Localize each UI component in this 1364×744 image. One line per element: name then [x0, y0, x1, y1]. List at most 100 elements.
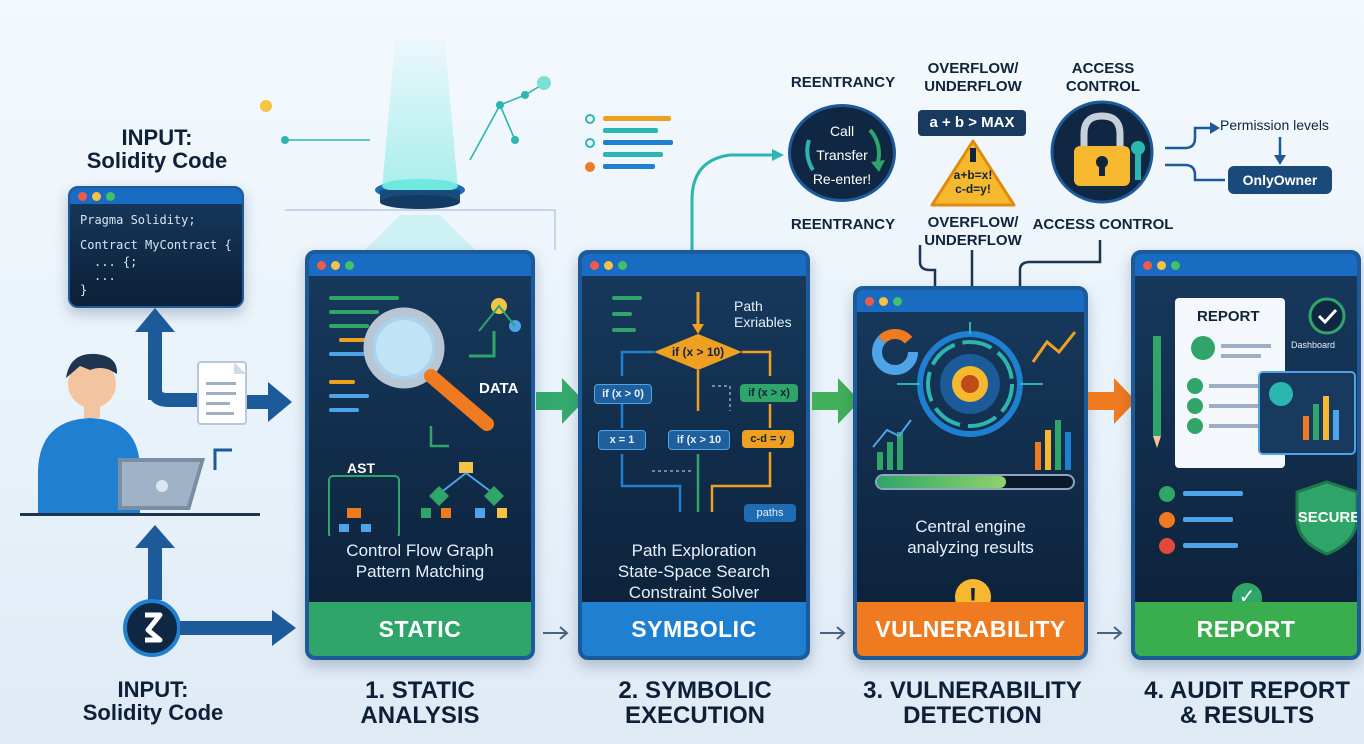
secure-badge: SECURE [1297, 509, 1361, 526]
code-line: ... {; [94, 255, 138, 269]
input-top-title: INPUT: Solidity Code [72, 126, 242, 172]
access-top-label: ACCESS CONTROL [1038, 60, 1168, 96]
input-illustration [20, 308, 296, 657]
scan-progress-fill [877, 476, 1007, 488]
static-title-line2: ANALYSIS [360, 702, 480, 730]
vuln-desc-line1: Central engine [915, 517, 1026, 536]
static-desc-line1: Control Flow Graph [346, 541, 494, 560]
code-line: } [80, 283, 88, 297]
static-desc-line2: Pattern Matching [355, 562, 485, 581]
cond-main: if (x > 10) [671, 345, 725, 359]
vulnerability-detection-panel: Central engine analyzing results ! VULNE… [853, 286, 1088, 660]
input-bottom-title-line2: Solidity Code [82, 700, 224, 726]
scan-beam [360, 40, 480, 255]
symbolic-desc-line2: State-Space Search [617, 562, 771, 581]
window-titlebar [582, 254, 806, 276]
symbolic-title-line2: EXECUTION [624, 702, 765, 730]
dashboard-label: Dashboard [1291, 340, 1336, 350]
code-line: Contract MyContract { [80, 238, 232, 252]
permission-levels-label: Permission levels [1220, 117, 1329, 133]
path-label-line1: Path [734, 298, 763, 314]
report-title-line2: & RESULTS [1179, 702, 1315, 730]
box-x1: x = 1 [598, 430, 646, 450]
code-line: ... [94, 269, 116, 283]
static-analysis-panel: DATA AST Control Flow Graph Pattern Matc… [305, 250, 535, 660]
vuln-title-line1: 3. VULNERABILITY [863, 677, 1082, 704]
static-footer: STATIC [309, 602, 531, 656]
symbolic-execution-panel: Path Exriables if (x > 10) if (x > 0) if… [578, 250, 810, 660]
ast-label: AST [347, 460, 375, 476]
reentrancy-cycle-arrows [805, 128, 885, 172]
cond-right-box: if (x > x) [740, 384, 798, 402]
warning-triangle-icon [930, 139, 1016, 207]
input-bottom-title: INPUT: Solidity Code [60, 678, 246, 724]
input-bottom-title-line1: INPUT: [117, 677, 189, 702]
vuln-footer: VULNERABILITY [857, 602, 1084, 656]
reentrancy-reenter: Re-enter! [812, 171, 872, 187]
overflow-top-label: OVERFLOW/ UNDERFLOW [908, 60, 1038, 96]
symbolic-description: Path Exploration State-Space Search Cons… [582, 540, 806, 603]
vuln-title-line2: DETECTION [903, 702, 1042, 730]
document-icon [197, 361, 247, 425]
symbolic-footer: SYMBOLIC [582, 602, 806, 656]
symbolic-title: 2. SYMBOLIC EXECUTION [590, 677, 800, 730]
vuln-engine-illustration [872, 322, 1077, 470]
overflow-bottom-line2: UNDERFLOW [924, 232, 1022, 249]
overflow-bottom-line1: OVERFLOW/ [927, 214, 1019, 231]
access-bottom-label: ACCESS CONTROL [1032, 216, 1174, 233]
reentrancy-call: Call [829, 123, 855, 139]
reentrancy-bottom-label: REENTRANCY [790, 216, 896, 233]
overflow-bottom-label: OVERFLOW/ UNDERFLOW [908, 214, 1038, 250]
window-titlebar [309, 254, 531, 276]
warning-line2: c-d=y! [955, 182, 991, 196]
report-label: REPORT [1197, 308, 1260, 325]
input-top-title-line2: Solidity Code [86, 148, 228, 174]
developer-icon [20, 353, 260, 516]
code-line: Pragma Solidity; [80, 213, 196, 227]
path-label-line2: Exriables [734, 314, 792, 330]
static-illustration [328, 296, 521, 536]
arrow-vuln-to-report [1088, 378, 1136, 424]
warning-line1: a+b=x! [953, 168, 993, 182]
input-top-title-line1: INPUT: [121, 125, 193, 150]
overflow-top-line2: UNDERFLOW [924, 78, 1022, 95]
max-expression-box: a + b > MAX [918, 110, 1026, 136]
report-title-line1: 4. AUDIT REPORT [1144, 677, 1350, 704]
static-title-line1: 1. STATIC [365, 677, 475, 704]
code-block: Pragma Solidity; Contract MyContract { .… [70, 204, 242, 306]
only-owner-badge: OnlyOwner [1228, 166, 1332, 194]
cond-left-box: if (x > 0) [594, 384, 652, 404]
path-label: Path Exriables [734, 298, 792, 330]
scan-progress-bar [875, 474, 1075, 490]
report-illustration [1153, 297, 1357, 556]
lock-icon [1050, 100, 1154, 204]
static-title: 1. STATIC ANALYSIS [320, 677, 520, 730]
window-titlebar [1135, 254, 1357, 276]
symbolic-desc-line3: Constraint Solver [628, 583, 760, 602]
vuln-desc-line2: analyzing results [907, 538, 1034, 557]
input-code-window: Pragma Solidity; Contract MyContract { .… [68, 186, 244, 308]
box-cd: c-d = y [742, 430, 794, 448]
vuln-description: Central engine analyzing results [857, 516, 1084, 558]
report-title: 4. AUDIT REPORT & RESULTS [1136, 677, 1358, 730]
data-label: DATA [479, 380, 519, 397]
arrow-symbolic-to-vuln [812, 378, 860, 424]
alert-icon: ! [952, 576, 994, 618]
reentrancy-transfer: Transfer [816, 147, 868, 163]
box-mid: if (x > 10 [668, 430, 730, 450]
window-titlebar [70, 188, 242, 204]
arrow-static-to-symbolic [536, 378, 584, 424]
access-top-line2: CONTROL [1065, 78, 1141, 95]
report-panel: REPORT Dashboard SECURE ✓ REPORT [1131, 250, 1361, 660]
overflow-top-line1: OVERFLOW/ [927, 60, 1019, 77]
access-top-line1: ACCESS [1071, 60, 1135, 77]
window-titlebar [857, 290, 1084, 312]
warning-text: a+b=x! c-d=y! [930, 168, 1016, 196]
symbolic-desc-line1: Path Exploration [631, 541, 757, 560]
symbolic-title-line1: 2. SYMBOLIC [618, 677, 772, 704]
vuln-title: 3. VULNERABILITY DETECTION [850, 677, 1095, 730]
report-footer: REPORT [1135, 602, 1357, 656]
symbolic-flowchart [612, 292, 772, 512]
paths-badge: paths [744, 504, 796, 522]
